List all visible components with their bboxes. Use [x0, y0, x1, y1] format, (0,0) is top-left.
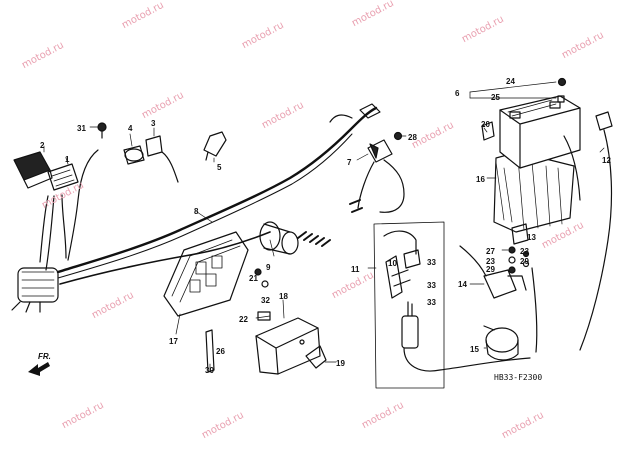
part-1-relay: [47, 163, 79, 191]
svg-text:14: 14: [458, 280, 467, 289]
svg-text:19: 19: [336, 359, 345, 368]
svg-text:15: 15: [470, 345, 479, 354]
svg-text:23: 23: [486, 257, 495, 266]
svg-text:24: 24: [506, 77, 515, 86]
svg-text:17: 17: [169, 337, 178, 346]
part-24-bolt: [557, 77, 567, 87]
part-11-group-box: [373, 221, 445, 389]
part-18-cover: [255, 317, 321, 375]
svg-text:33: 33: [427, 298, 436, 307]
part-10-fuse-holder: [385, 249, 421, 349]
part-28-nut: [393, 131, 403, 141]
svg-text:10: 10: [388, 259, 397, 268]
part-7-regulator: [349, 139, 405, 213]
svg-text:3: 3: [151, 119, 156, 128]
svg-text:5: 5: [217, 163, 222, 172]
part-3-cap: [145, 135, 179, 183]
svg-text:13: 13: [527, 233, 536, 242]
svg-text:27: 27: [486, 247, 495, 256]
diagram-code: HB33-F2300: [494, 373, 543, 382]
svg-text:21: 21: [249, 274, 258, 283]
part-12-battery-cable: [579, 111, 613, 351]
part-10-coil: [11, 267, 59, 313]
svg-text:23: 23: [520, 247, 529, 256]
part-31-bolt: [97, 122, 107, 139]
part-9-condenser: [259, 221, 299, 255]
svg-text:7: 7: [347, 158, 352, 167]
svg-text:4: 4: [128, 124, 133, 133]
battery: [499, 95, 581, 169]
svg-text:32: 32: [261, 296, 270, 305]
front-direction-indicator: FR.: [26, 352, 70, 378]
svg-text:26: 26: [216, 347, 225, 356]
part-13-clamp: [511, 223, 529, 245]
svg-text:33: 33: [427, 258, 436, 267]
svg-text:9: 9: [266, 263, 271, 272]
svg-text:16: 16: [476, 175, 485, 184]
arrow-icon: [28, 362, 50, 376]
part-19-clip: [305, 345, 327, 369]
part-2-connector: [13, 151, 53, 189]
svg-text:12: 12: [602, 156, 611, 165]
part-5-plug-cap: [203, 131, 227, 161]
svg-text:8: 8: [194, 207, 199, 216]
svg-text:11: 11: [351, 265, 360, 274]
svg-text:18: 18: [279, 292, 288, 301]
svg-text:6: 6: [455, 89, 460, 98]
part-15-relay: [483, 325, 519, 361]
part-29-nut: [508, 266, 516, 274]
svg-text:33: 33: [427, 281, 436, 290]
direction-label: FR.: [38, 352, 51, 361]
part-27-bolt: [508, 246, 516, 254]
svg-text:30: 30: [205, 366, 214, 375]
part-14-starter-relay: [459, 245, 538, 353]
svg-text:20: 20: [481, 120, 490, 129]
svg-text:28: 28: [408, 133, 417, 142]
svg-text:29: 29: [486, 265, 495, 274]
sub-harness-wire: [67, 149, 99, 261]
svg-text:22: 22: [239, 315, 248, 324]
part-17-fuse-box: [163, 231, 249, 317]
svg-text:2: 2: [40, 141, 45, 150]
part-32-washer: [261, 280, 269, 288]
part-23-washer: [508, 256, 516, 264]
svg-text:29: 29: [520, 257, 529, 266]
part-20-cap: [481, 121, 495, 141]
svg-text:31: 31: [77, 124, 86, 133]
main-wire-harness: [56, 106, 378, 274]
part-21-bolt: [254, 268, 262, 276]
svg-text:25: 25: [491, 93, 500, 102]
part-4-cap: [123, 145, 145, 165]
part-25-nut: [557, 95, 565, 103]
svg-text:1: 1: [65, 155, 70, 164]
part-30-bracket: [205, 329, 215, 373]
